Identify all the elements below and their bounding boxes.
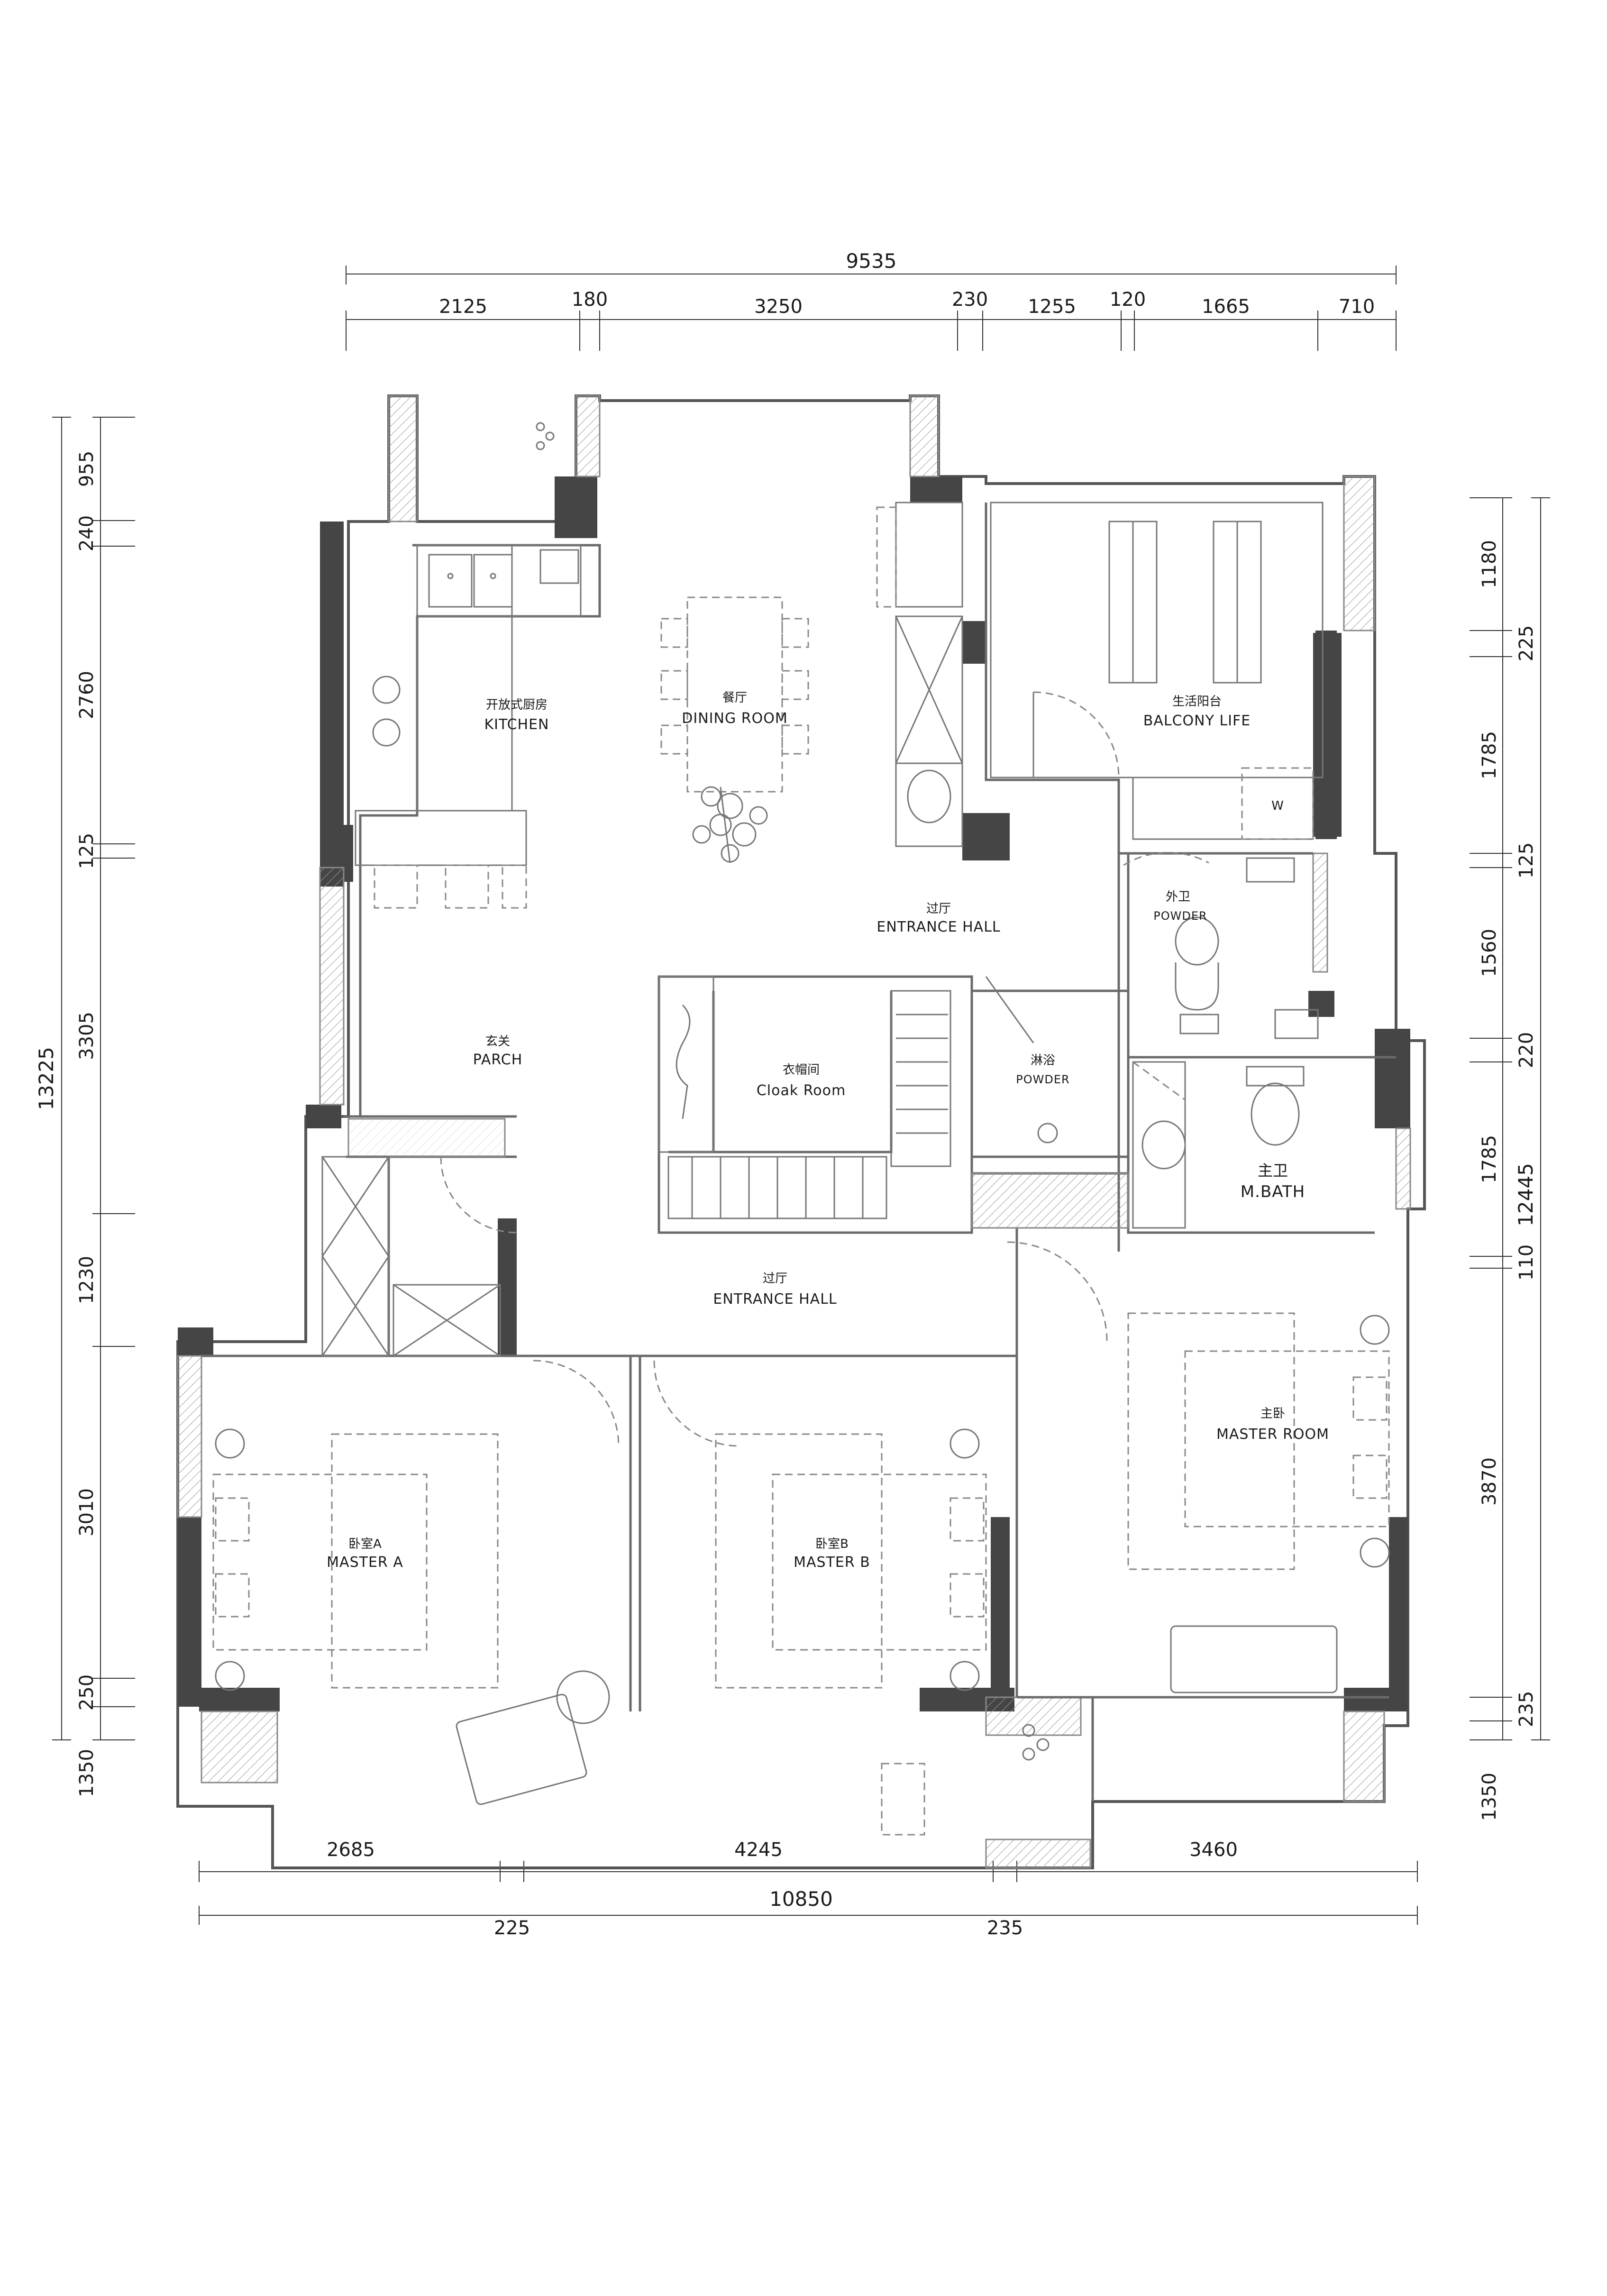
master-room-label-cn: 主卧 bbox=[1260, 1407, 1285, 1421]
bottom-dim-3: 3460 bbox=[1189, 1839, 1238, 1861]
bottom-dim-2: 4245 bbox=[734, 1839, 783, 1861]
top-dim-8: 710 bbox=[1339, 296, 1375, 318]
left-dim-4: 125 bbox=[76, 833, 98, 869]
left-dim-9: 1350 bbox=[76, 1749, 98, 1797]
kitchen-fixtures bbox=[355, 422, 582, 909]
balcony-label-cn: 生活阳台 bbox=[1172, 695, 1222, 709]
washer-icon: W bbox=[1271, 799, 1284, 813]
right-dim-5: 1560 bbox=[1479, 929, 1500, 977]
master-a-furniture bbox=[212, 1360, 620, 1805]
left-dim-5: 3305 bbox=[76, 1012, 98, 1060]
burner-icon bbox=[372, 718, 401, 747]
top-total-dimension: 9535 bbox=[846, 249, 897, 273]
master-bath bbox=[1132, 1061, 1305, 1229]
parch-storage bbox=[321, 1118, 517, 1357]
bottom-total-dimension: 10850 bbox=[769, 1887, 833, 1911]
left-dim-8: 250 bbox=[76, 1674, 98, 1711]
master-room-label-en: MASTER ROOM bbox=[1216, 1426, 1329, 1443]
dining-label-cn: 餐厅 bbox=[722, 691, 747, 705]
powder-outer-label-en: POWDER bbox=[1153, 909, 1207, 923]
top-dim-2: 180 bbox=[572, 289, 608, 311]
burner-icon bbox=[372, 676, 401, 704]
bottom-dimensions: 2685 4245 3460 10850 225 235 bbox=[199, 1839, 1418, 1939]
parch-label-cn: 玄关 bbox=[485, 1034, 510, 1049]
storage-columns bbox=[876, 502, 963, 847]
powder-shower-label-en: POWDER bbox=[1016, 1073, 1069, 1086]
left-dim-1: 955 bbox=[76, 451, 98, 487]
plant-icon bbox=[692, 786, 768, 863]
master-a-label-cn: 卧室A bbox=[348, 1537, 382, 1551]
lamp-icon bbox=[215, 1428, 245, 1459]
top-dim-6: 120 bbox=[1110, 289, 1146, 311]
hall-bottom-label-en: ENTRANCE HALL bbox=[713, 1291, 837, 1308]
right-dim-3: 1785 bbox=[1479, 731, 1500, 779]
cloak-room bbox=[658, 976, 1129, 1229]
master-a-label-en: MASTER A bbox=[327, 1554, 403, 1571]
left-total-dimension: 13225 bbox=[35, 1047, 58, 1110]
right-dimensions: 1180 225 1785 125 1560 220 1785 110 3870… bbox=[1470, 497, 1550, 1821]
top-dim-7: 1665 bbox=[1202, 296, 1250, 318]
left-dimensions: 13225 955 240 2760 125 3305 1230 3010 25… bbox=[35, 417, 135, 1797]
left-dim-7: 3010 bbox=[76, 1488, 98, 1537]
top-dim-1: 2125 bbox=[439, 296, 487, 318]
cloak-label-cn: 衣帽间 bbox=[783, 1063, 820, 1077]
right-dim-11: 1350 bbox=[1479, 1773, 1500, 1821]
hall-top-label-cn: 过厅 bbox=[926, 902, 951, 916]
right-dim-6: 220 bbox=[1516, 1032, 1537, 1068]
right-dim-1: 1180 bbox=[1479, 540, 1500, 588]
master-room-furniture bbox=[1007, 1241, 1390, 1693]
left-dim-3: 2760 bbox=[76, 671, 98, 719]
right-total-dimension: 12445 bbox=[1514, 1163, 1537, 1226]
bottom-dim-1: 2685 bbox=[327, 1839, 375, 1861]
top-dimensions: 9535 2125 180 3250 230 1255 120 1665 710 bbox=[346, 249, 1397, 351]
right-dim-8: 110 bbox=[1516, 1244, 1537, 1281]
bottom-small-dim-1: 225 bbox=[494, 1917, 530, 1939]
lamp-icon bbox=[1360, 1315, 1390, 1345]
left-dim-6: 1230 bbox=[76, 1256, 98, 1304]
dining-furniture bbox=[660, 596, 809, 863]
wall-posts bbox=[178, 476, 1410, 1711]
balcony-life: W bbox=[990, 502, 1324, 840]
powder-shower-label-cn: 淋浴 bbox=[1031, 1053, 1055, 1068]
lamp-icon bbox=[950, 1428, 980, 1459]
lamp-icon bbox=[950, 1661, 980, 1691]
parch-label-en: PARCH bbox=[473, 1052, 523, 1068]
right-dim-4: 125 bbox=[1516, 842, 1537, 878]
hall-top-label-en: ENTRANCE HALL bbox=[877, 919, 1000, 935]
right-dim-10: 235 bbox=[1516, 1691, 1537, 1727]
bottom-small-dim-2: 235 bbox=[987, 1917, 1023, 1939]
dining-label-en: DINING ROOM bbox=[682, 710, 787, 727]
kitchen-label-cn: 开放式厨房 bbox=[486, 698, 548, 712]
powder-outer bbox=[1123, 851, 1319, 1039]
top-dim-4: 230 bbox=[952, 289, 988, 311]
room-labels: 开放式厨房 KITCHEN 餐厅 DINING ROOM 生活阳台 BALCON… bbox=[327, 691, 1329, 1571]
right-dim-2: 225 bbox=[1516, 625, 1537, 661]
mbath-label-en: M.BATH bbox=[1241, 1182, 1305, 1201]
right-dim-9: 3870 bbox=[1479, 1457, 1500, 1506]
cloak-label-en: Cloak Room bbox=[757, 1082, 846, 1099]
powder-outer-label-cn: 外卫 bbox=[1166, 890, 1190, 904]
master-b-label-cn: 卧室B bbox=[815, 1537, 849, 1551]
left-dim-2: 240 bbox=[76, 515, 98, 551]
top-dim-3: 3250 bbox=[754, 296, 803, 318]
master-b-label-en: MASTER B bbox=[794, 1554, 870, 1571]
lamp-icon bbox=[1360, 1537, 1390, 1568]
master-b-furniture bbox=[653, 1360, 1050, 1836]
hatched-walls bbox=[177, 395, 1411, 1869]
mbath-label-cn: 主卫 bbox=[1258, 1162, 1288, 1180]
balcony-label-en: BALCONY LIFE bbox=[1143, 713, 1251, 729]
top-dim-5: 1255 bbox=[1028, 296, 1076, 318]
kitchen-label-en: KITCHEN bbox=[484, 716, 549, 733]
right-dim-7: 1785 bbox=[1479, 1135, 1500, 1183]
lamp-icon bbox=[215, 1661, 245, 1691]
hall-bottom-label-cn: 过厅 bbox=[763, 1271, 787, 1286]
